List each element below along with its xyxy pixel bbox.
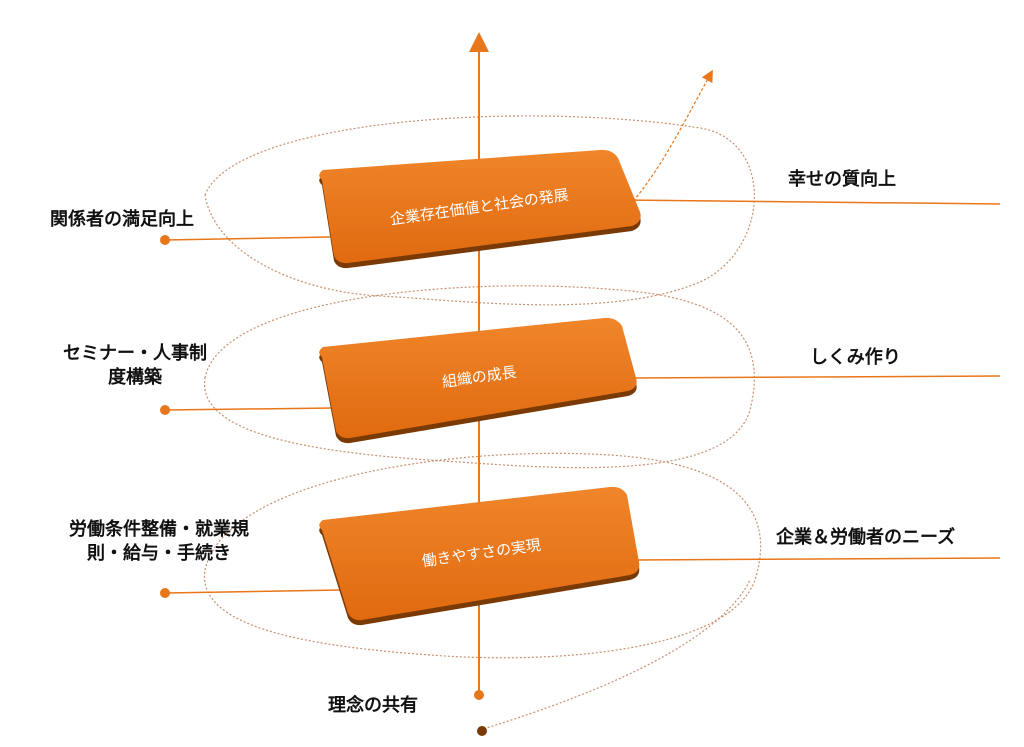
spiral-loops: [203, 115, 762, 731]
right-connectors: [627, 199, 1001, 561]
left-label-bottom-line1: 労働条件整備・就業規: [69, 519, 249, 540]
box-middle: 組織の成長: [319, 317, 637, 444]
base-label: 理念の共有: [328, 695, 418, 716]
right-label-middle: しくみ作り: [810, 347, 901, 368]
left-label-bottom: 労働条件整備・就業規 則・給与・手続き: [44, 518, 274, 566]
right-label-bottom: 企業＆労働者のニーズ: [776, 527, 956, 548]
left-label-bottom-line2: 則・給与・手続き: [87, 543, 231, 564]
diagonal-arrow: [629, 69, 713, 206]
left-label-middle-line2: 度構築: [108, 367, 162, 388]
left-label-middle: セミナー・人事制 度構築: [50, 342, 220, 390]
left-connector-top: [164, 236, 331, 241]
left-dot-bottom: [160, 588, 170, 598]
box-top: 企業存在価値と社会の発展: [319, 149, 641, 269]
spiral-tail: [479, 579, 751, 731]
left-connector-bottom: [164, 589, 341, 594]
box-bottom: 働きやすさの実現: [319, 486, 640, 626]
spiral-loop-top: [204, 115, 755, 306]
left-label-top: 関係者の満足向上: [50, 209, 194, 230]
right-label-top: 幸せの質向上: [788, 169, 896, 190]
left-connectors: [164, 236, 341, 594]
right-connector-top: [627, 199, 1001, 205]
spiral-start-dot: [477, 726, 487, 736]
left-label-middle-line1: セミナー・人事制: [63, 343, 207, 364]
right-connector-bottom: [635, 557, 1001, 561]
left-connector-middle: [164, 407, 334, 411]
left-dot-middle: [160, 405, 170, 415]
axis-base-dot: [474, 690, 484, 700]
right-connector-middle: [631, 375, 1001, 379]
left-dot-top: [160, 235, 170, 245]
spiral-loop-middle: [204, 285, 755, 469]
spiral-loop-bottom: [203, 452, 762, 659]
